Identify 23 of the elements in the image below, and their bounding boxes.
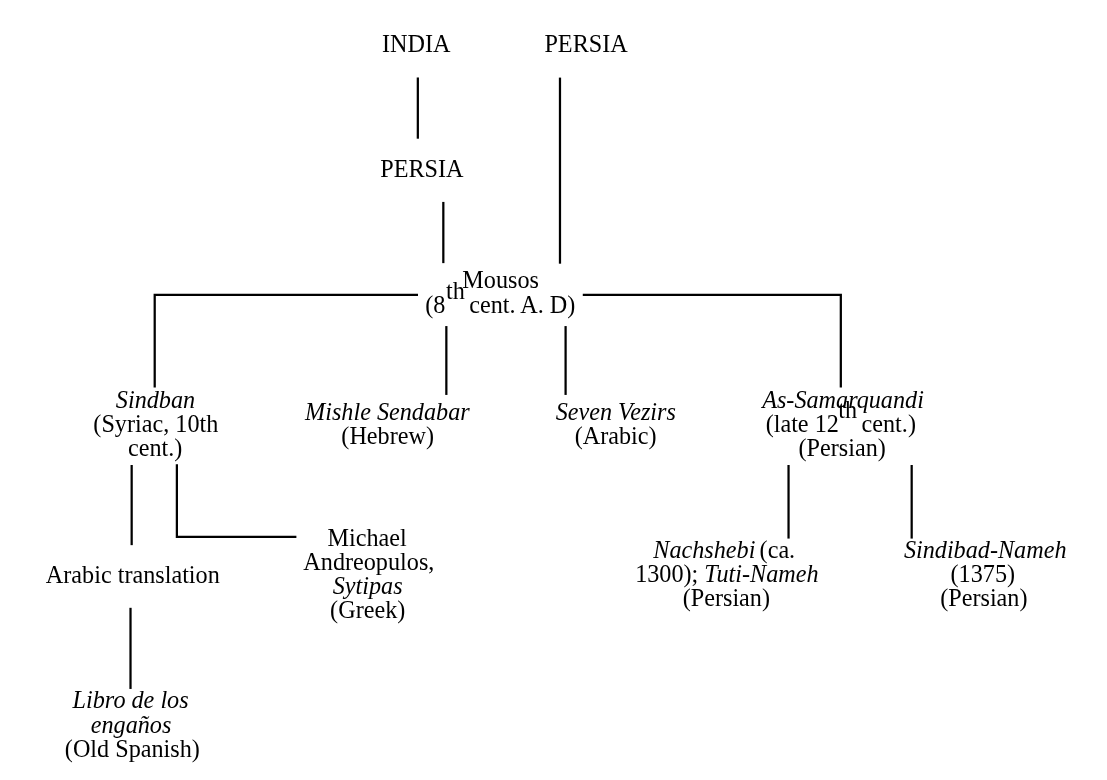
connector: [787, 465, 790, 539]
connector: [910, 465, 913, 539]
connector: [175, 464, 297, 539]
node-text: Seven Vezirs (Arabic): [555, 397, 676, 449]
connector: [129, 607, 132, 689]
connector: [130, 465, 133, 546]
connector: [558, 77, 562, 264]
node-text: Libro de los engaños (Old Spanish): [64, 686, 200, 762]
connector: [442, 201, 445, 264]
connector: [564, 326, 567, 395]
connector: [416, 77, 419, 139]
node-text: PERSIA: [544, 30, 628, 58]
connector: [582, 293, 842, 388]
node-text: Mishle Sendabar (Hebrew): [305, 397, 470, 449]
node-text: INDIA: [381, 30, 451, 58]
node-text: Michael Andreopulos, Sytipas (Greek): [303, 523, 435, 624]
node-text: PERSIA: [380, 154, 464, 182]
connector: [445, 326, 448, 395]
connector: [153, 293, 418, 388]
node-text: Sindban (Syriac, 10th cent.): [93, 385, 219, 462]
node-text: Arabic translation: [45, 561, 220, 589]
node-text: Nachshebi (ca. 1300); Tuti-Nameh (Persian): [635, 535, 819, 612]
node-text: Sindibad-Nameh (1375) (Persian): [903, 535, 1067, 612]
